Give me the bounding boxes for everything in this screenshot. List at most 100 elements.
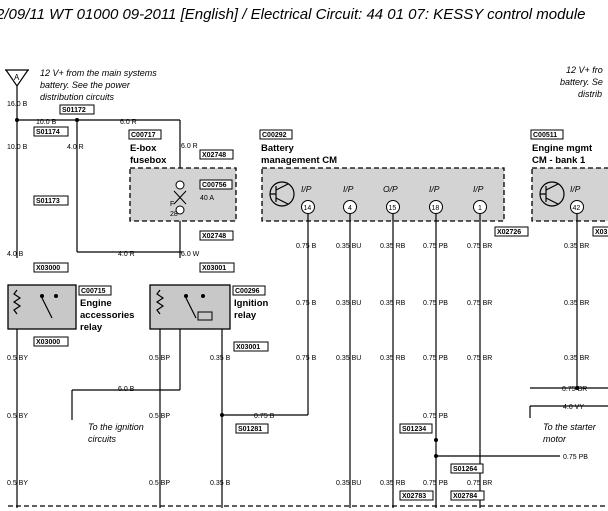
wire-label: 0.75 BR — [562, 386, 587, 393]
battery-note-line-3: distribution circuits — [40, 92, 115, 102]
relay-coil-icon — [155, 289, 213, 321]
svg-text:I/P: I/P — [473, 184, 484, 194]
connector-x03000-bottom[interactable]: X03000 — [33, 336, 69, 347]
splice-s01234[interactable]: S01234 — [399, 423, 433, 434]
svg-text:X03001: X03001 — [236, 344, 260, 351]
svg-text:4: 4 — [348, 205, 352, 212]
bms-name-line-1: Battery — [261, 143, 294, 154]
wire-label: 4.0 R — [67, 144, 84, 151]
wire-label: 0.75 BR — [467, 243, 492, 250]
splice-s01174[interactable]: S01174 — [33, 126, 69, 137]
ecm-pin-num: 42 — [573, 205, 581, 212]
ebox-name-line-1: E-box — [130, 143, 157, 154]
battery-note-line-1: 12 V+ from the main systems — [40, 68, 157, 78]
connector-x02748-bottom[interactable]: X02748 — [199, 230, 234, 241]
component-code-c00511[interactable]: C00511 — [530, 129, 564, 140]
bms-name-line-2: management CM — [261, 155, 337, 166]
wire-label: 0.75 PB — [563, 454, 588, 461]
wire-label: 4.0 R — [118, 251, 135, 258]
acc-relay-name-3: relay — [80, 322, 103, 333]
fuse-letter: F — [170, 201, 174, 208]
component-code-c00717[interactable]: C00717 — [128, 129, 162, 140]
battery-management-cm[interactable] — [261, 167, 505, 222]
connector-x02783[interactable]: X02783 — [399, 490, 434, 501]
wire-label: 0.35 RB — [380, 480, 406, 487]
wire-label: 0.75 B — [254, 413, 275, 420]
wire-label: 0.75 PB — [423, 300, 448, 307]
svg-text:O/P: O/P — [383, 184, 398, 194]
wire-label: 0.35 BU — [336, 480, 361, 487]
svg-text:I/P: I/P — [301, 184, 312, 194]
battery-right-note-3: distrib — [578, 89, 602, 99]
svg-text:X03000: X03000 — [36, 265, 60, 272]
svg-text:C00296: C00296 — [235, 288, 260, 295]
wire-label: 0.75 B — [296, 300, 317, 307]
battery-right-note-2: battery. Se — [560, 77, 603, 87]
svg-text:I/P: I/P — [429, 184, 440, 194]
svg-text:C00717: C00717 — [131, 132, 156, 139]
battery-source-symbol: A — [5, 69, 29, 88]
component-code-c00296[interactable]: C00296 — [232, 285, 266, 296]
connector-x02784[interactable]: X02784 — [450, 490, 485, 501]
svg-text:S01174: S01174 — [36, 129, 60, 136]
wire-label: 0.35 B — [210, 480, 231, 487]
wire-label: 6.0 R — [120, 119, 137, 126]
connector-x02748-top[interactable]: X02748 — [199, 149, 234, 160]
battery-right-note-1: 12 V+ fro — [566, 65, 603, 75]
ign-relay-name-1: Ignition — [234, 298, 268, 309]
wire-label: 0.5 BP — [149, 413, 170, 420]
ecm-pin-type: I/P — [570, 184, 581, 194]
svg-text:S01173: S01173 — [36, 198, 60, 205]
splice-s01264[interactable]: S01264 — [450, 463, 484, 474]
wire-label: 10.0 B — [7, 144, 28, 151]
svg-text:X03: X03 — [595, 229, 608, 236]
connector-x02726[interactable]: X02726 — [494, 226, 529, 237]
wire-label: 0.75 PB — [423, 480, 448, 487]
fuse-code-c00756[interactable]: C00756 — [199, 179, 233, 190]
connector-x03000-top[interactable]: X03000 — [33, 262, 69, 273]
component-code-c00715[interactable]: C00715 — [78, 285, 112, 296]
svg-text:S01264: S01264 — [453, 466, 477, 473]
wire-label: 0.35 BR — [564, 355, 589, 362]
svg-text:X02783: X02783 — [402, 493, 426, 500]
transistor-icon — [269, 181, 295, 207]
svg-text:C00715: C00715 — [81, 288, 106, 295]
wire-label: 6.0 W — [181, 251, 200, 258]
ignition-note-line-1: To the ignition — [88, 422, 144, 432]
connector-x03001-top[interactable]: X03001 — [199, 262, 235, 273]
ecm-name-line-1: Engine mgmt — [532, 143, 593, 154]
ign-relay-name-2: relay — [234, 310, 257, 321]
svg-text:S01234: S01234 — [402, 426, 426, 433]
wire-label: 4.0 B — [7, 251, 24, 258]
wire-label: 0.35 BR — [564, 243, 589, 250]
component-code-c00292[interactable]: C00292 — [259, 129, 293, 140]
splice-s01173[interactable]: S01173 — [33, 195, 69, 206]
ignition-note-line-2: circuits — [88, 434, 117, 444]
wire-label: 0.35 BU — [336, 300, 361, 307]
connector-x03001-bottom[interactable]: X03001 — [233, 341, 269, 352]
wire-label: 6.0 B — [118, 386, 135, 393]
starter-note-line-1: To the starter — [543, 422, 597, 432]
fuse-icon — [173, 180, 187, 215]
connector-x03-partial[interactable]: X03 — [592, 226, 608, 237]
wire-label: 0.75 BR — [467, 480, 492, 487]
battery-note-line-2: battery. See the power — [40, 80, 131, 90]
svg-text:S01172: S01172 — [62, 107, 86, 114]
splice-s01281[interactable]: S01281 — [235, 423, 269, 434]
acc-relay-name-1: Engine — [80, 298, 112, 309]
svg-text:15: 15 — [389, 205, 397, 212]
wire-label: 0.75 PB — [423, 355, 448, 362]
ebox-name-line-2: fusebox — [130, 155, 167, 166]
relay-coil-icon — [12, 289, 58, 319]
splice-s01172[interactable]: S01172 — [59, 104, 95, 115]
ecm-name-line-2: CM - bank 1 — [532, 155, 586, 166]
wire-label: 0.35 BR — [564, 300, 589, 307]
wire-label: 0.5 BP — [149, 480, 170, 487]
wire-label: 0.35 B — [210, 355, 231, 362]
wire-label: 0.5 BY — [7, 480, 28, 487]
wire-label: 10.0 B — [36, 119, 57, 126]
svg-text:S01281: S01281 — [238, 426, 262, 433]
svg-text:X02748: X02748 — [202, 233, 226, 240]
wire-label: 0.75 B — [296, 243, 317, 250]
fuse-number: 28 — [170, 211, 178, 218]
